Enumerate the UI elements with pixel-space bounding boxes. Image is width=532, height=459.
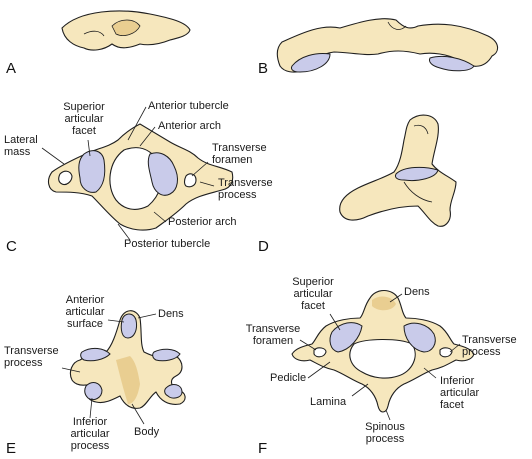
label-c-anterior-tubercle: Anterior tubercle: [148, 100, 229, 112]
leader-lines: [41, 106, 461, 425]
panel-letter-b: B: [258, 60, 269, 77]
label-f-transverse-process: Transverse process: [462, 334, 517, 358]
panel-letter-c: C: [6, 238, 17, 255]
label-c-transverse-process: Transverse process: [218, 177, 273, 201]
label-c-superior-articular-facet: Superior articular facet: [63, 101, 105, 137]
label-f-transverse-foramen: Transverse foramen: [245, 323, 301, 347]
panel-e-axis-anterior-view: [69, 310, 186, 409]
label-c-anterior-arch: Anterior arch: [158, 120, 221, 132]
label-e-transverse-process: Transverse process: [4, 345, 59, 369]
label-c-posterior-tubercle: Posterior tubercle: [124, 238, 211, 250]
panel-b-atlas-anterior-view: [276, 18, 499, 73]
label-c-posterior-arch: Posterior arch: [168, 216, 237, 228]
label-f-dens: Dens: [404, 286, 430, 298]
label-e-anterior-articular-surface: Anterior articular surface: [65, 294, 105, 330]
panel-a-atlas-side-view: [61, 10, 191, 51]
panel-c-atlas-superior-view: [47, 123, 234, 231]
label-f-pedicle: Pedicle: [270, 372, 307, 384]
label-f-inferior-articular-facet: Inferior articular facet: [440, 375, 480, 411]
panel-letter-f: F: [258, 440, 268, 457]
panel-letter-d: D: [258, 238, 269, 255]
label-f-spinous-process: Spinous process: [365, 421, 405, 445]
panel-d-axis-lateral-view: [339, 114, 457, 227]
label-f-lamina: Lamina: [310, 396, 347, 408]
panel-letter-a: A: [6, 60, 17, 77]
label-e-body: Body: [134, 426, 160, 438]
label-e-inferior-articular-process: Inferior articular process: [70, 416, 110, 452]
label-e-dens: Dens: [158, 308, 184, 320]
label-c-transverse-foramen: Transverse foramen: [212, 142, 267, 166]
label-c-lateral-mass: Lateral mass: [4, 134, 38, 158]
panel-f-axis-superior-view: [291, 289, 475, 413]
label-f-superior-articular-facet: Superior articular facet: [292, 276, 334, 312]
panel-letter-e: E: [6, 440, 17, 457]
